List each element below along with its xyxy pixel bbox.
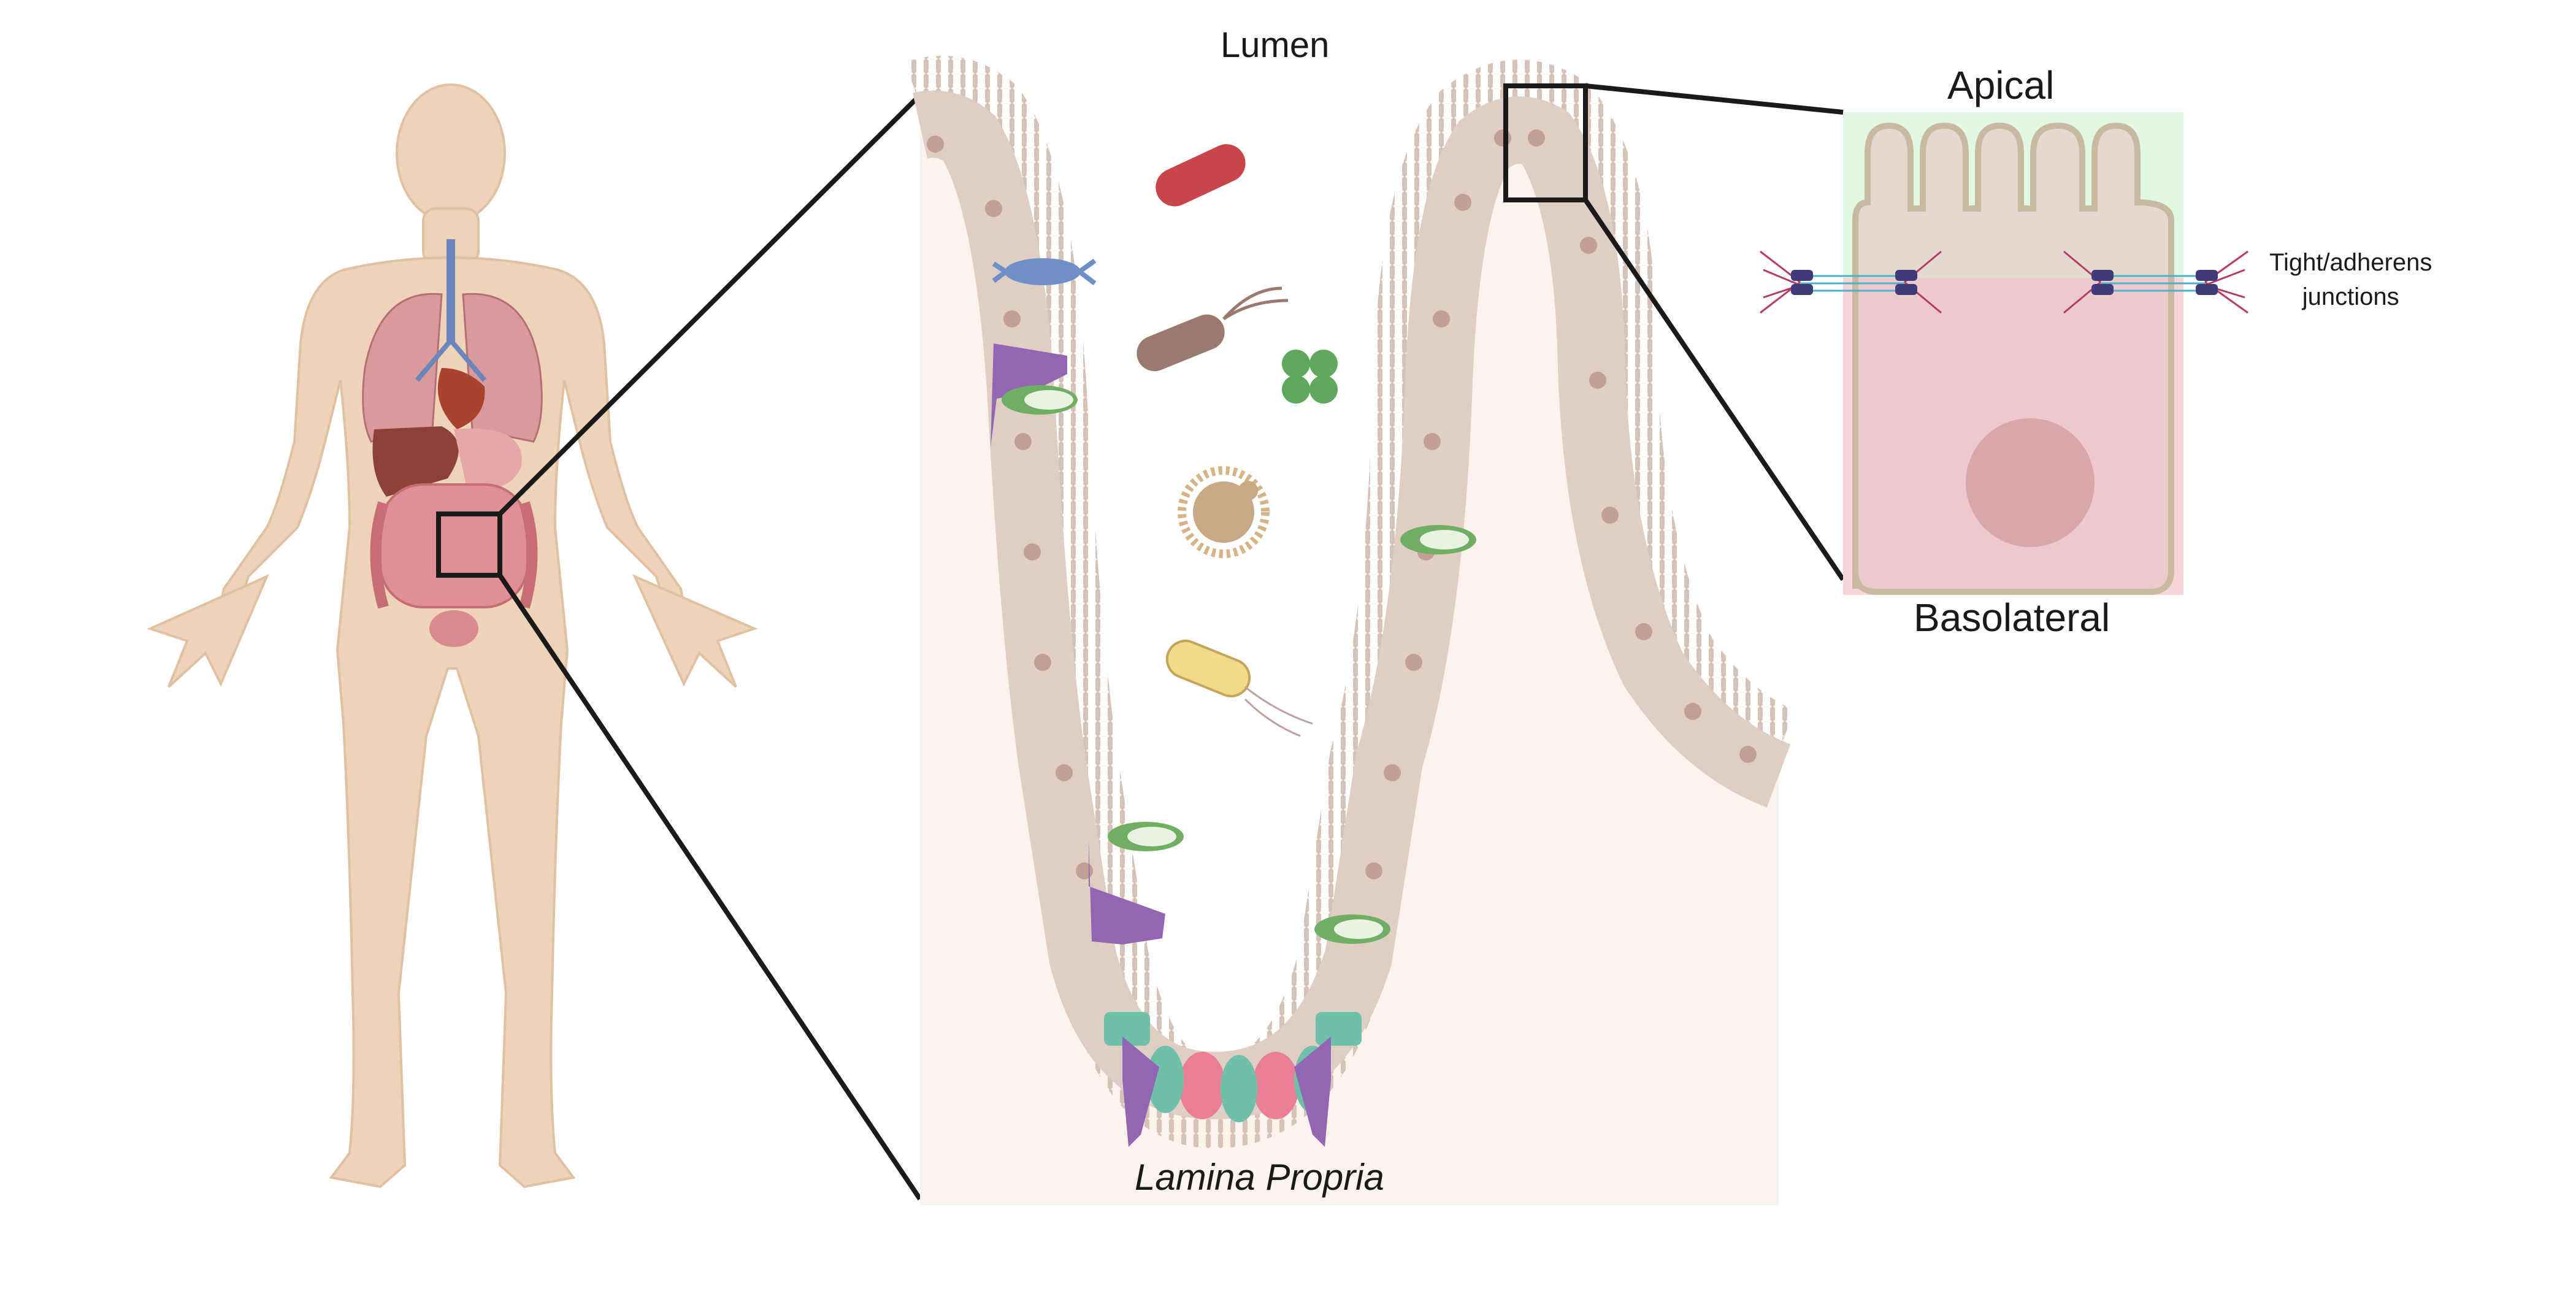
intestine-region [380,485,527,607]
paneth-cell [1252,1052,1299,1119]
fungal-cell [1182,470,1265,554]
human-body [150,85,754,1187]
basolateral-label: Basolateral [1914,595,2110,640]
lamina-propria-label: Lamina Propria [1135,1156,1384,1198]
apical-label: Apical [1947,63,2054,108]
junctions-label-line1: Tight/adherens [2269,245,2432,280]
lumen-label: Lumen [1221,25,1329,66]
junctions-label: Tight/adherens junctions [2269,245,2432,314]
junctions-label-line2: junctions [2269,280,2432,314]
crypt-panel [920,86,1779,1205]
stem-cell [1221,1055,1257,1122]
paneth-cell [1179,1052,1225,1119]
cell-nucleus [1966,418,2095,547]
bladder [429,610,478,647]
stem-cell [1316,1012,1362,1046]
cell-detail [1760,112,2248,595]
